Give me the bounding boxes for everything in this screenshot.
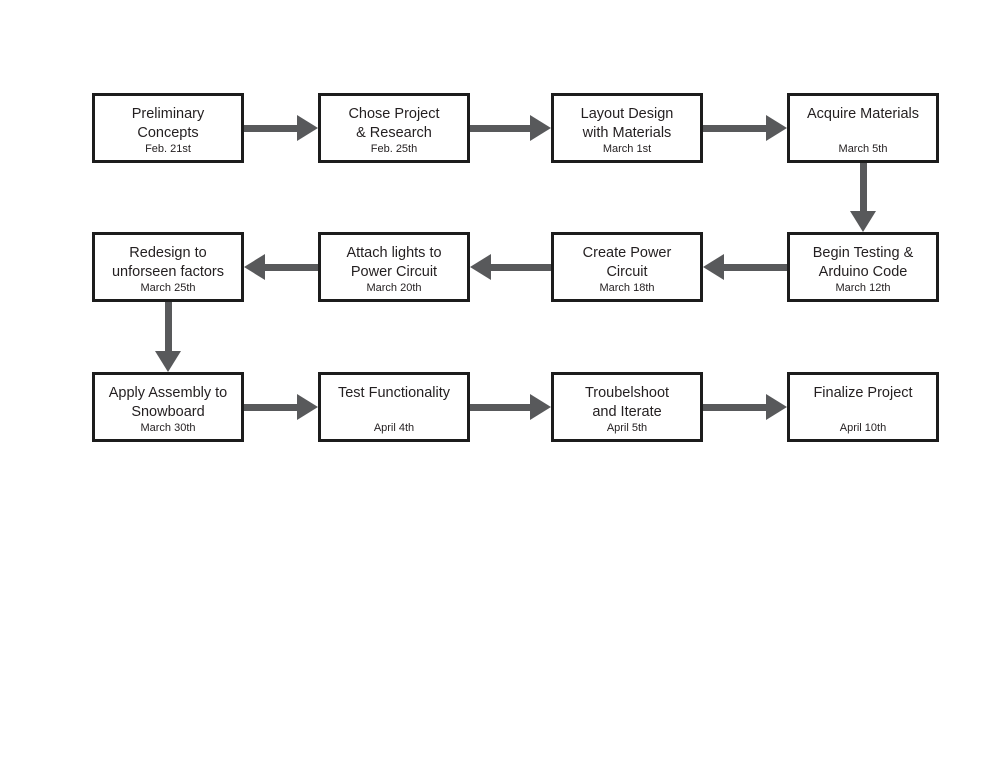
flow-node-redesign-unforseen-factors: Redesign to unforseen factors March 25th: [92, 232, 244, 302]
flow-node-attach-lights-power-circuit: Attach lights to Power Circuit March 20t…: [318, 232, 470, 302]
node-title: Troubelshoot and Iterate: [584, 385, 670, 420]
node-title: Create Power Circuit: [582, 245, 672, 280]
arrow-right-icon: [244, 394, 318, 420]
node-date: March 1st: [602, 143, 652, 155]
node-title: Layout Design with Materials: [580, 106, 674, 141]
node-title: Acquire Materials: [806, 106, 919, 122]
arrow-right-icon: [703, 394, 787, 420]
arrow-down-icon: [155, 302, 181, 372]
arrow-right-icon: [470, 115, 551, 141]
node-title: Attach lights to Power Circuit: [346, 245, 442, 280]
node-date: March 5th: [838, 143, 888, 155]
flow-node-acquire-materials: Acquire Materials March 5th: [787, 93, 939, 163]
node-date: Feb. 25th: [370, 143, 418, 155]
flow-node-chose-project-research: Chose Project & Research Feb. 25th: [318, 93, 470, 163]
arrow-right-icon: [244, 115, 318, 141]
node-title: Redesign to unforseen factors: [111, 245, 225, 280]
node-title: Apply Assembly to Snowboard: [108, 385, 228, 420]
flow-node-layout-design-materials: Layout Design with Materials March 1st: [551, 93, 703, 163]
node-title: Preliminary Concepts: [131, 106, 205, 141]
arrow-left-icon: [244, 254, 318, 280]
node-date: March 20th: [366, 282, 422, 294]
node-date: March 18th: [599, 282, 655, 294]
node-date: April 10th: [839, 422, 887, 434]
arrow-left-icon: [470, 254, 551, 280]
node-date: March 12th: [835, 282, 891, 294]
flow-node-troubelshoot-iterate: Troubelshoot and Iterate April 5th: [551, 372, 703, 442]
arrow-down-icon: [850, 163, 876, 232]
node-title: Begin Testing & Arduino Code: [812, 245, 914, 280]
flow-node-begin-testing-arduino: Begin Testing & Arduino Code March 12th: [787, 232, 939, 302]
flow-node-preliminary-concepts: Preliminary Concepts Feb. 21st: [92, 93, 244, 163]
arrow-right-icon: [470, 394, 551, 420]
node-date: April 4th: [373, 422, 415, 434]
flow-node-test-functionality: Test Functionality April 4th: [318, 372, 470, 442]
node-title: Finalize Project: [813, 385, 913, 401]
node-date: April 5th: [606, 422, 648, 434]
node-title: Test Functionality: [337, 385, 451, 401]
node-date: March 30th: [140, 422, 196, 434]
flow-node-create-power-circuit: Create Power Circuit March 18th: [551, 232, 703, 302]
flow-node-finalize-project: Finalize Project April 10th: [787, 372, 939, 442]
arrow-right-icon: [703, 115, 787, 141]
node-date: March 25th: [140, 282, 196, 294]
flow-node-apply-assembly-snowboard: Apply Assembly to Snowboard March 30th: [92, 372, 244, 442]
node-date: Feb. 21st: [145, 143, 191, 155]
arrow-left-icon: [703, 254, 787, 280]
node-title: Chose Project & Research: [348, 106, 440, 141]
